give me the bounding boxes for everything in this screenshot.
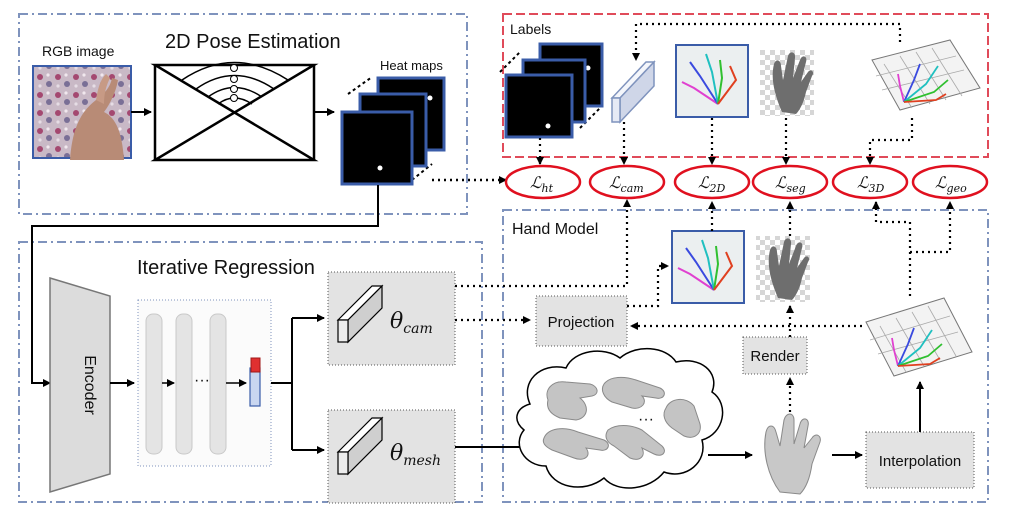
- svg-text:Interpolation: Interpolation: [879, 453, 962, 470]
- predicted-3d-joints: [865, 297, 973, 377]
- label-camera-vector: [610, 60, 656, 124]
- label-3d-to-loss: [866, 118, 914, 165]
- labels-top-link: [632, 22, 902, 61]
- iterative-to-params-branch: [271, 318, 293, 450]
- predicted-segmentation: [756, 236, 810, 302]
- hand-model-frame: [502, 209, 989, 503]
- rgb-image: [32, 65, 132, 160]
- svg-text:ℒcam: ℒcam: [609, 173, 644, 195]
- pred-3d-to-loss-geo: [910, 201, 954, 254]
- loss-geo: ℒgeo: [911, 164, 989, 200]
- loss-seg: ℒseg: [751, 164, 829, 200]
- loss-cam: ℒcam: [588, 164, 666, 200]
- hand-model-title: Hand Model: [512, 221, 598, 238]
- theta-cam-to-loss-cam: [455, 199, 631, 288]
- svg-text:θmesh: θmesh: [390, 441, 441, 469]
- svg-text:Render: Render: [750, 348, 799, 365]
- label-heat-maps: [499, 42, 604, 139]
- heatmaps-to-encoder-arrow: [31, 185, 379, 387]
- loss-2d: ℒ2D: [673, 164, 751, 200]
- encoder-block: Encoder: [49, 276, 111, 494]
- label-segmentation-mask: [760, 50, 814, 116]
- predicted-2d-joints: [671, 230, 745, 304]
- heat-maps-stack: [340, 76, 446, 186]
- rgb-image-caption: RGB image: [42, 43, 115, 59]
- interpolation-box: Interpolation: [865, 431, 975, 489]
- svg-text:ℒgeo: ℒgeo: [935, 173, 967, 195]
- labels-frame: [502, 13, 989, 158]
- svg-text:···: ···: [638, 411, 654, 428]
- hand-mesh: [764, 413, 821, 495]
- label-2d-joints: [675, 44, 749, 118]
- hand-mesh-cloud: ···: [516, 347, 724, 489]
- svg-text:Encoder: Encoder: [81, 355, 98, 415]
- svg-text:Projection: Projection: [548, 314, 615, 331]
- theta-cam-box: θcam: [327, 271, 456, 366]
- hourglass-network: [150, 61, 319, 162]
- loss-3d: ℒ3D: [831, 164, 909, 200]
- svg-text:ℒ2D: ℒ2D: [698, 173, 726, 195]
- svg-text:···: ···: [194, 372, 210, 389]
- pose-estimation-frame: [18, 13, 468, 215]
- labels-title: Labels: [510, 21, 551, 37]
- label-3d-joints: [871, 39, 981, 111]
- projection-box: Projection: [535, 295, 628, 347]
- render-box: Render: [742, 336, 808, 375]
- svg-text:ℒht: ℒht: [530, 173, 554, 195]
- heat-maps-caption: Heat maps: [380, 58, 443, 73]
- iterative-regression-title: Iterative Regression: [137, 257, 315, 279]
- pred-3d-to-loss-3d: [872, 201, 912, 296]
- svg-text:ℒseg: ℒseg: [775, 173, 806, 195]
- svg-text:θcam: θcam: [390, 309, 433, 337]
- projection-to-2d-arrow: [627, 262, 669, 308]
- svg-text:ℒ3D: ℒ3D: [857, 173, 885, 195]
- loss-ht: ℒht: [504, 164, 582, 200]
- iterative-regression-frame: [18, 241, 483, 503]
- theta-mesh-box: θmesh: [327, 409, 456, 504]
- pose-estimation-title: 2D Pose Estimation: [165, 31, 341, 53]
- iterative-block: ···: [137, 299, 272, 467]
